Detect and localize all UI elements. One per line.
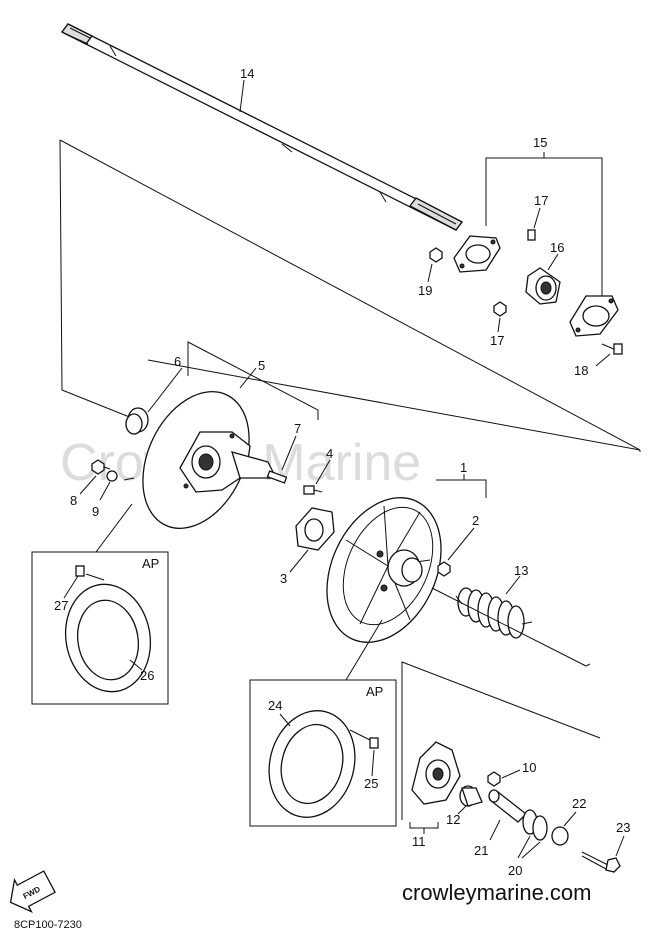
spring[interactable]: [455, 587, 533, 639]
callout-24: 24: [268, 698, 282, 713]
washer-9[interactable]: [106, 470, 118, 482]
callout-22: 22: [572, 796, 586, 811]
bolt-23[interactable]: [581, 851, 621, 873]
set-screw-upper[interactable]: [527, 229, 536, 241]
callout-6: 6: [174, 354, 181, 369]
callout-10: 10: [522, 760, 536, 775]
bolt-4[interactable]: [303, 485, 323, 495]
sleeve-21[interactable]: [488, 789, 527, 823]
rollers[interactable]: [522, 809, 548, 841]
bushing-12[interactable]: [459, 785, 483, 807]
callout-23: 23: [616, 820, 630, 835]
callout-9: 9: [92, 504, 99, 519]
callout-19: 19: [418, 283, 432, 298]
callout-14: 14: [240, 66, 254, 81]
callout-26: 26: [140, 668, 154, 683]
callout-21: 21: [474, 843, 488, 858]
drawing-code: 8CP100-7230: [14, 919, 82, 931]
nut-10[interactable]: [487, 771, 501, 787]
gasket-3[interactable]: [295, 507, 335, 551]
callout-18: 18: [574, 363, 588, 378]
callout-17-lower: 17: [490, 333, 504, 348]
fwd-arrow-icon: FWD: [9, 870, 56, 914]
callout-11: 11: [412, 834, 426, 849]
collar[interactable]: [125, 407, 149, 435]
fixed-sheave[interactable]: [122, 374, 278, 545]
cam[interactable]: [411, 741, 461, 805]
set-screw-lower[interactable]: [493, 301, 507, 317]
bolt-2[interactable]: [437, 561, 451, 577]
callout-13: 13: [514, 563, 528, 578]
svg-text:AP: AP: [366, 684, 383, 699]
callout-12: 12: [446, 812, 460, 827]
callout-1: 1: [460, 460, 467, 475]
bearing[interactable]: [525, 267, 561, 305]
washer-22[interactable]: [551, 826, 569, 846]
bolt-18[interactable]: [601, 343, 623, 355]
callout-5: 5: [258, 358, 265, 373]
bearing-flange-left[interactable]: [453, 235, 501, 273]
callout-15: 15: [533, 135, 547, 150]
callout-20: 20: [508, 863, 522, 878]
ap-box-left: AP: [31, 503, 169, 705]
secondary-shaft[interactable]: [61, 23, 463, 231]
callout-16: 16: [550, 240, 564, 255]
callout-17-upper: 17: [534, 193, 548, 208]
bolt-8[interactable]: [91, 459, 111, 475]
callout-27: 27: [54, 598, 68, 613]
callout-25: 25: [364, 776, 378, 791]
svg-text:AP: AP: [142, 556, 159, 571]
callout-4: 4: [326, 446, 333, 461]
pin-7[interactable]: [266, 470, 288, 484]
movable-sheave[interactable]: [305, 479, 463, 661]
site-url: crowleymarine.com: [402, 880, 592, 905]
nut-19[interactable]: [429, 247, 443, 263]
callout-8: 8: [70, 493, 77, 508]
callout-2: 2: [472, 513, 479, 528]
callout-7: 7: [294, 421, 301, 436]
ap-box-middle: AP: [249, 619, 397, 827]
bearing-flange-right[interactable]: [569, 295, 619, 337]
callout-3: 3: [280, 571, 287, 586]
